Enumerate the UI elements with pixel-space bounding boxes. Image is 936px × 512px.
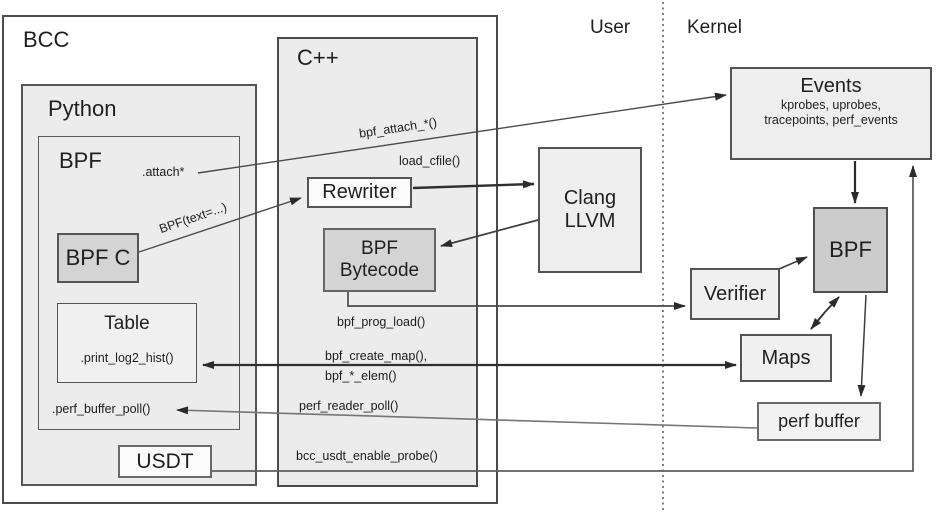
load-cfile-api-label: load_cfile() (399, 154, 461, 168)
events-sub-line1: kprobes, uprobes, (780, 98, 882, 112)
clang-llvm-node: Clang LLVM (538, 147, 642, 273)
kernel-region-label: Kernel (687, 17, 742, 38)
bpf-bytecode-node: BPF Bytecode (323, 228, 436, 292)
events-sub-line2: tracepoints, perf_events (764, 113, 898, 127)
user-region-label: User (590, 17, 631, 38)
table-label: Table (104, 313, 150, 334)
arrow-bpf-to-maps (810, 311, 826, 330)
attach-api-label: .attach* (142, 165, 185, 179)
rewriter-node: Rewriter (307, 177, 412, 208)
verifier-label: Verifier (703, 282, 767, 305)
events-node: Events kprobes, uprobes, tracepoints, pe… (730, 67, 932, 160)
bpf-elem-api-label: bpf_*_elem() (325, 369, 397, 383)
arrow-verifier-to-bpf (778, 256, 808, 270)
table-node: Table .print_log2_hist() (57, 303, 197, 383)
cpp-label: C++ (297, 45, 339, 70)
verifier-node: Verifier (690, 268, 780, 320)
arrow-maps-to-bpf (824, 296, 840, 313)
clang-label-line1: Clang (563, 187, 617, 209)
bpf-create-map-api-label: bpf_create_map(), (325, 349, 428, 363)
bcc-label: BCC (23, 27, 70, 52)
maps-label: Maps (761, 346, 811, 369)
perf-buffer-poll-api-label: .perf_buffer_poll() (52, 402, 151, 416)
arrow-bpf-to-perfbuffer (857, 294, 867, 397)
perf-reader-poll-api-label: perf_reader_poll() (299, 399, 399, 413)
perf-buffer-label: perf buffer (778, 411, 860, 431)
bpf-bytecode-label-line1: BPF (361, 238, 398, 260)
python-label: Python (48, 96, 117, 121)
bpf-python-label: BPF (59, 148, 102, 173)
usdt-label: USDT (136, 449, 194, 473)
bcc-usdt-enable-probe-api-label: bcc_usdt_enable_probe() (296, 449, 438, 463)
rewriter-label: Rewriter (322, 181, 397, 203)
bpf-kernel-label: BPF (829, 237, 872, 262)
bpf-c-node: BPF C (57, 233, 139, 283)
bpf-python-object-box: BPF (38, 136, 240, 430)
bpf-prog-load-api-label: bpf_prog_load() (337, 315, 426, 329)
bpf-c-label: BPF C (65, 245, 131, 270)
print-log2-hist-label: .print_log2_hist() (80, 350, 174, 365)
maps-node: Maps (740, 334, 832, 382)
clang-label-line2: LLVM (564, 210, 616, 232)
events-label: Events (800, 75, 862, 97)
bpf-kernel-node: BPF (813, 207, 888, 293)
usdt-node: USDT (118, 445, 212, 478)
bpf-bytecode-label-line2: Bytecode (339, 260, 420, 281)
perf-buffer-node: perf buffer (757, 402, 881, 441)
